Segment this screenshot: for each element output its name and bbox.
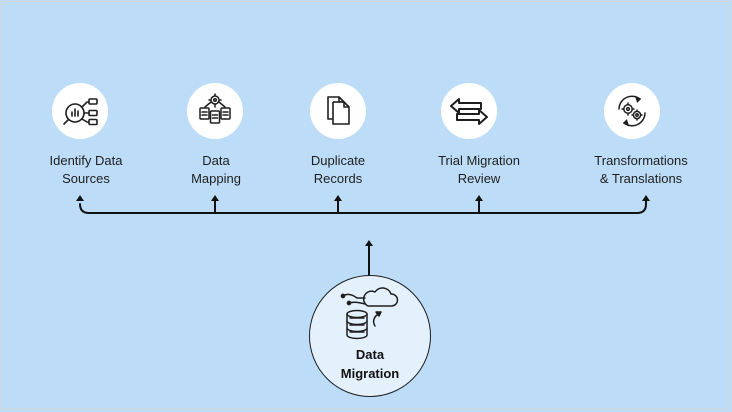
step-2-label-line-1: Data (202, 153, 230, 168)
step-1-label: Identify Data Sources (11, 152, 161, 188)
step-3-circle (310, 83, 366, 139)
step-1-label-line-2: Sources (62, 171, 110, 186)
step-3-label-line-1: Duplicate (310, 153, 366, 168)
duplicate-files-icon (327, 96, 350, 125)
cloud-database-migration-icon (340, 287, 399, 340)
arrowhead-2 (211, 195, 219, 201)
step-4-label: Trial Migration Review (404, 152, 554, 188)
step-5-label-line-1: Transformations (594, 153, 688, 168)
step-1-label-line-1: Identify Data (49, 153, 123, 168)
step-5-label-line-2: & Translations (599, 171, 683, 186)
arrowhead-stem (365, 240, 373, 246)
step-4-label-line-1: Trial Migration (438, 153, 520, 168)
step-3-label: Duplicate Records (263, 152, 413, 188)
data-migration-hub: Data Migration (309, 275, 431, 397)
step-3-label-line-2: Records (313, 171, 363, 186)
step-2-label: Data Mapping (141, 152, 291, 188)
bidirectional-arrows-icon (450, 98, 488, 125)
hub-label-line-2: Migration (340, 366, 400, 381)
step-5-label: Transformations & Translations (566, 152, 716, 188)
arrowhead-1 (76, 195, 84, 201)
connector-bus (79, 197, 647, 214)
step-1-circle (52, 83, 108, 139)
step-4-circle (441, 83, 497, 139)
document-mapping-icon (199, 93, 231, 124)
arrowhead-5 (642, 195, 650, 201)
hub-label-line-1: Data (355, 347, 385, 362)
arrowhead-3 (334, 195, 342, 201)
step-4-label-line-2: Review (457, 171, 501, 186)
hub-label: Data Migration (310, 345, 430, 383)
step-2-circle (187, 83, 243, 139)
transform-gear-icon (618, 95, 646, 127)
step-5-circle (604, 83, 660, 139)
arrowhead-4 (475, 195, 483, 201)
step-2-label-line-2: Mapping (191, 171, 241, 186)
data-search-icon (63, 98, 98, 126)
